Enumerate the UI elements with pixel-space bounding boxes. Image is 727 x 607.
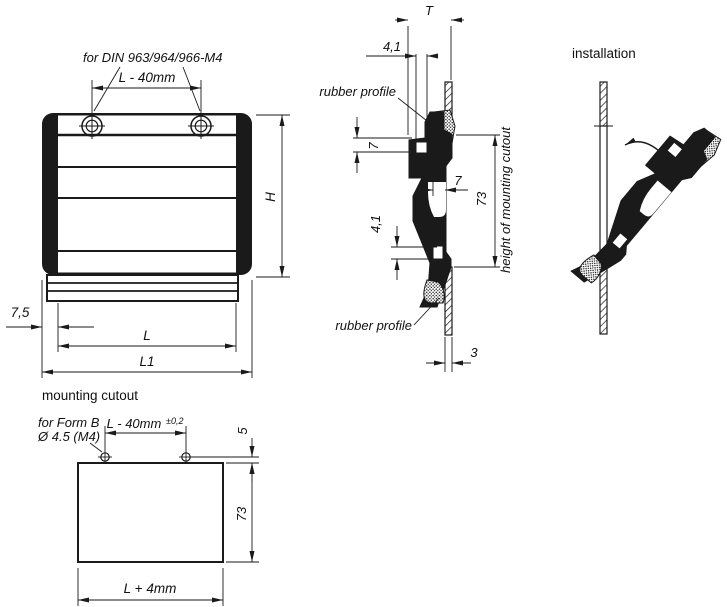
install-panel-bottom xyxy=(599,267,608,335)
cutout-height-label: height of mounting cutout xyxy=(498,126,513,273)
installation-title: installation xyxy=(572,46,636,61)
tilted-handle-profile xyxy=(570,127,722,284)
section-view: T 4,1 rubber profile 7 7 73 height of mo… xyxy=(319,3,513,372)
screw-standard-note: for DIN 963/964/966-M4 xyxy=(83,50,222,65)
screw-slot-bottom xyxy=(432,245,444,260)
dim-overall-l1: L1 xyxy=(139,354,154,369)
installation-view: installation xyxy=(570,46,722,335)
dim-gap-7: 7 xyxy=(454,173,462,188)
dim-hole-spacing-tolerance: ±0,2 xyxy=(166,416,183,426)
hole-note-line1: for Form B xyxy=(38,415,100,430)
rubber-profile-bottom xyxy=(423,279,445,304)
screw-slot-top xyxy=(415,141,428,154)
install-panel-top xyxy=(599,81,608,127)
dim-hole-spacing: L - 40mm xyxy=(107,416,162,431)
hole-note-line2: Ø 4.5 (M4) xyxy=(37,429,100,444)
drill-hole-right-icon xyxy=(179,450,193,464)
dim-panel-thickness-3: 3 xyxy=(470,345,478,360)
dim-cutout-height-73: 73 xyxy=(474,191,489,206)
mounting-cutout-title: mounting cutout xyxy=(42,388,138,403)
dim-slot-bottom-41: 4,1 xyxy=(368,215,383,233)
handle-bottom-lip xyxy=(46,274,239,302)
front-view: for DIN 963/964/966-M4 L - 40mm H 7,5 L … xyxy=(6,50,290,378)
dim-screw-spacing: L - 40mm xyxy=(119,70,176,85)
mounting-cutout-view: mounting cutout for Form B Ø 4.5 (M4) xyxy=(37,388,259,606)
dim-length-l: L xyxy=(143,328,151,343)
screw-right-icon xyxy=(188,113,214,139)
dim-cutout-width: L + 4mm xyxy=(124,581,177,596)
drill-hole-left-icon xyxy=(98,450,112,464)
dim-cutout-height-73: 73 xyxy=(234,506,249,521)
section-view-dimensions xyxy=(353,17,500,372)
rotation-arrow-icon xyxy=(624,137,669,161)
cutout-rectangle xyxy=(77,462,224,563)
front-view-dimensions xyxy=(6,66,290,378)
dim-slot-top-41: 4,1 xyxy=(383,39,401,54)
cutout-view-dimensions xyxy=(77,426,259,606)
dim-lip-7: 7 xyxy=(366,142,381,150)
rubber-profile-bottom-label: rubber profile xyxy=(335,318,412,333)
rubber-profile-top-label: rubber profile xyxy=(319,84,396,99)
dim-top-offset-5: 5 xyxy=(235,427,250,435)
handle-front-face xyxy=(58,115,236,273)
screw-left-icon xyxy=(79,113,105,139)
dim-offset-75: 7,5 xyxy=(11,305,30,320)
dim-height-h: H xyxy=(263,192,278,202)
dim-grip-depth-t: T xyxy=(425,3,434,18)
